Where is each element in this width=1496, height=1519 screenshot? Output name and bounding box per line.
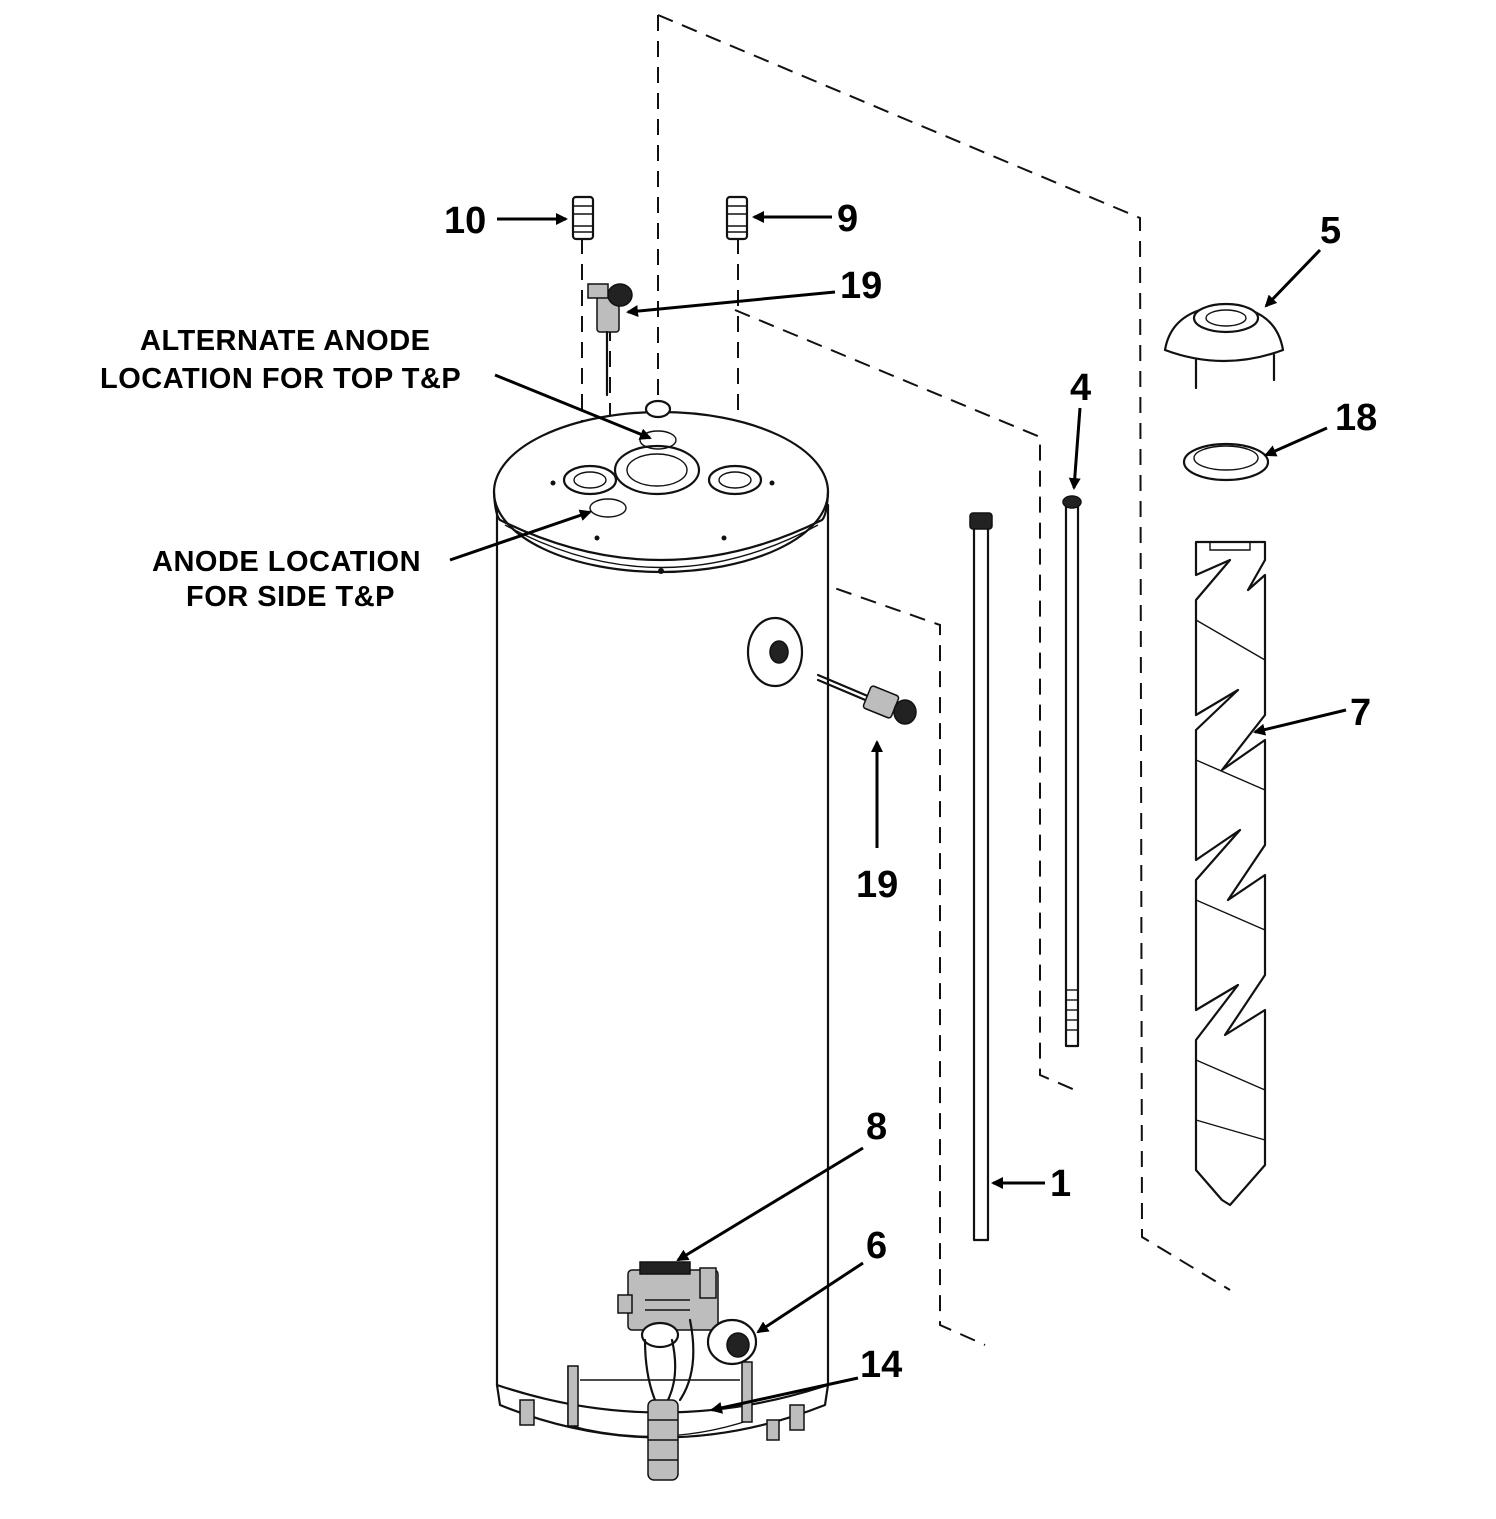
callout-14: 14: [860, 1344, 902, 1386]
part-1-anode-rod: [969, 512, 993, 1242]
callout-19-side: 19: [856, 864, 898, 906]
callout-1: 1: [1050, 1163, 1071, 1205]
callout-19-top: 19: [840, 265, 882, 307]
alternate-anode-note-line2: LOCATION FOR TOP T&P: [100, 363, 461, 395]
alternate-anode-note-line1: ALTERNATE ANODE: [140, 325, 431, 357]
callout-6: 6: [866, 1225, 887, 1267]
callout-5: 5: [1320, 210, 1341, 252]
water-heater-tank: [492, 399, 830, 1441]
callout-10: 10: [444, 200, 486, 242]
part-9-nipple: [725, 195, 749, 241]
part-7-flue-baffle: [1194, 540, 1267, 1207]
part-19-relief-valve-top: [587, 283, 633, 397]
callout-4: 4: [1070, 367, 1091, 409]
side-anode-note-line1: ANODE LOCATION: [152, 546, 421, 578]
part-10-nipple: [571, 195, 595, 241]
part-5-draft-hood: [1163, 302, 1285, 390]
part-14-burner-assembly: [640, 1318, 695, 1481]
anode-notes: ALTERNATE ANODE LOCATION FOR TOP T&P ANO…: [100, 325, 461, 613]
callout-arrows: [449, 211, 1347, 1414]
callout-7: 7: [1350, 692, 1371, 734]
callout-9: 9: [837, 198, 858, 240]
part-8-gas-control-valve: [617, 1261, 719, 1331]
callout-numbers: 10 9 19 5 4 18 7 19 8 1 6 14: [444, 198, 1377, 1386]
part-18-collar: [1182, 442, 1270, 482]
callout-8: 8: [866, 1106, 887, 1148]
callout-18: 18: [1335, 397, 1377, 439]
part-4-rod: [1062, 495, 1082, 1048]
part-19-relief-valve-side: [816, 673, 917, 725]
side-anode-note-line2: FOR SIDE T&P: [186, 581, 395, 613]
part-6-drain-valve: [706, 1318, 758, 1366]
